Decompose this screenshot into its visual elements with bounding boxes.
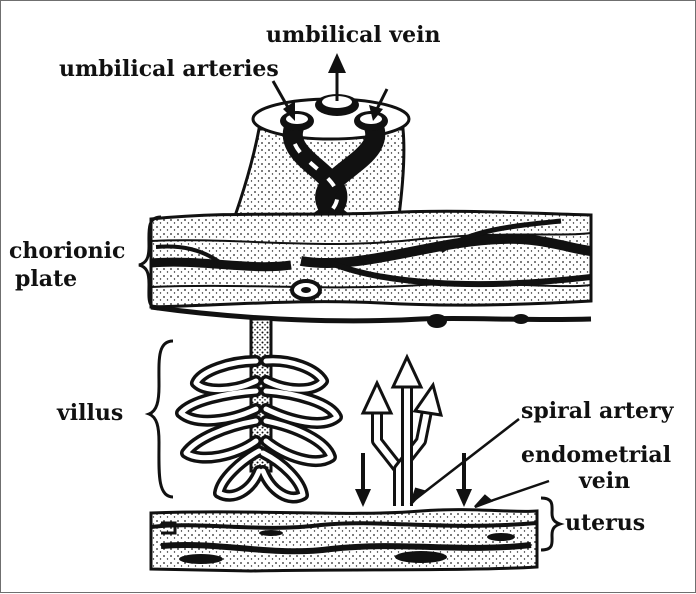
chorionic-plate [151,211,591,328]
label-spiral-artery: spiral artery [521,399,673,423]
uterus-layer [151,510,537,571]
label-vein: vein [579,469,630,493]
label-plate: plate [15,267,77,291]
label-umbilical-arteries: umbilical arteries [59,57,279,81]
maternal-flow-arrows [355,357,472,507]
label-villus: villus [57,401,123,425]
villus-tree [181,319,337,498]
label-umbilical-vein: umbilical vein [266,23,441,47]
label-chorionic: chorionic [9,239,125,263]
label-uterus: uterus [565,511,645,535]
label-endometrial: endometrial [521,443,671,467]
